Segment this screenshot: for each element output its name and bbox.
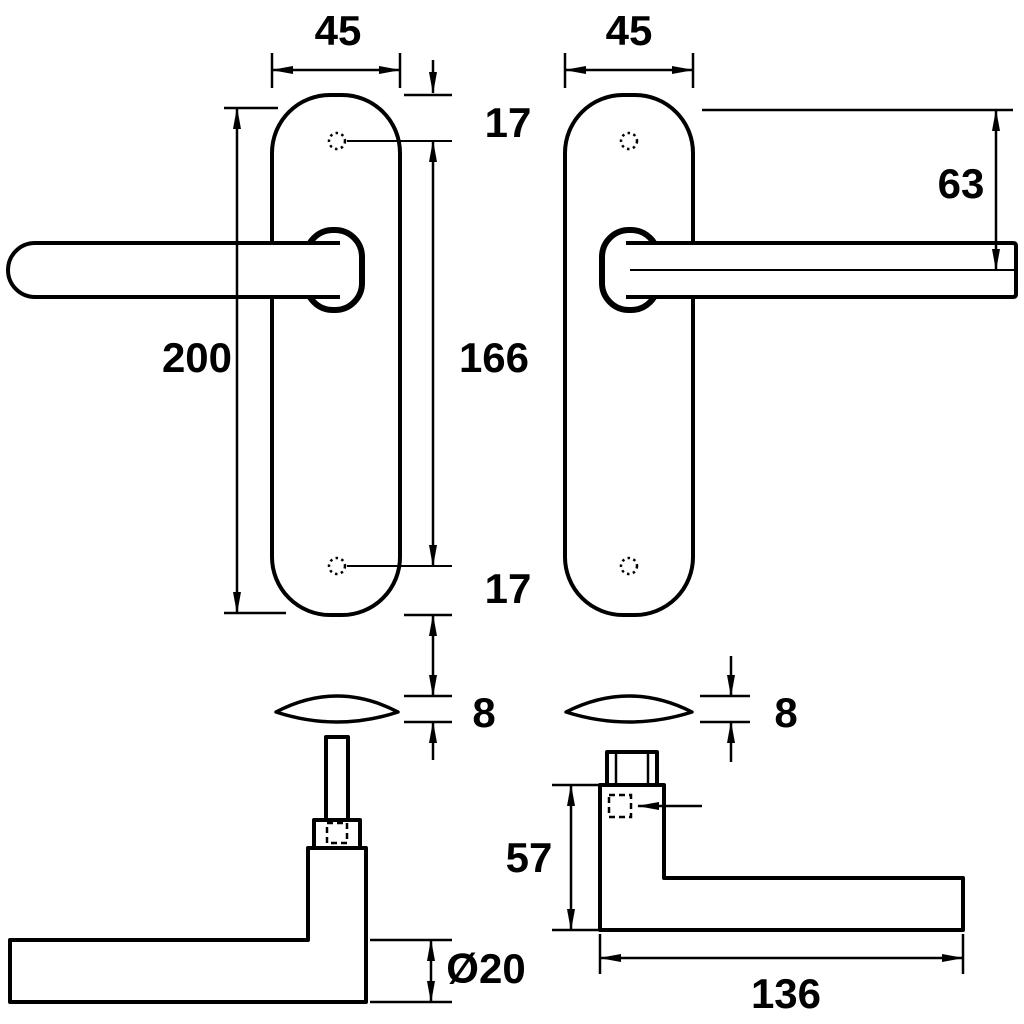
lever-side-outline: [8, 846, 368, 1004]
dim-label-handle-height: 57: [506, 834, 553, 881]
lever-grip-outline: [626, 241, 1018, 299]
dim-plate-width-left: 45: [270, 7, 402, 88]
dim-plate-thickness-left: 8: [404, 689, 496, 760]
lever-grip-outline: [6, 241, 340, 299]
dim-label-screw-offset-bottom: 17: [485, 565, 532, 612]
dim-plate-width-right: 45: [563, 7, 695, 88]
spindle-rod: [324, 735, 350, 822]
dim-label-plate-width-left: 45: [315, 7, 362, 54]
backplate-side-profile-left: [274, 694, 400, 724]
screw-hole-icon: [327, 556, 347, 576]
dim-handle-height: 57: [506, 783, 604, 932]
backplate-front-right: [563, 93, 1018, 617]
handle-side-view-left: [8, 735, 368, 1004]
dim-handle-offset: 63: [702, 108, 1013, 271]
dim-label-plate-thickness-left: 8: [472, 689, 495, 736]
dim-label-handle-offset: 63: [938, 160, 985, 207]
dim-plate-thickness-right: 8: [700, 656, 798, 762]
lever-grip-fill: [8, 243, 340, 297]
dim-screw-offsets: 17 166 17: [347, 60, 532, 697]
dim-label-screw-spacing: 166: [459, 334, 529, 381]
dim-handle-length: 136: [598, 934, 965, 1017]
dim-label-plate-height: 200: [162, 334, 232, 381]
dim-label-plate-width-right: 45: [606, 7, 653, 54]
square-spindle-hidden-line: [607, 793, 633, 819]
screw-hole-icon: [619, 131, 639, 151]
backplate-front-left: [6, 93, 402, 617]
dim-label-screw-offset-top: 17: [485, 99, 532, 146]
dim-label-plate-thickness-right: 8: [774, 689, 797, 736]
spindle-hub: [605, 750, 659, 787]
handle-side-view-right: [598, 750, 965, 932]
screw-hole-icon: [327, 131, 347, 151]
dim-label-grip-diameter: Ø20: [446, 945, 525, 992]
screw-hole-icon: [619, 556, 639, 576]
dim-grip-diameter: Ø20: [370, 938, 526, 1004]
backplate-outline: [563, 93, 695, 617]
square-spindle-hidden-line: [325, 821, 349, 845]
backplate-side-profile-right: [564, 694, 694, 724]
dim-plate-height: 200: [162, 106, 286, 615]
dim-label-handle-length: 136: [751, 970, 821, 1017]
backplate-outline: [270, 93, 402, 617]
